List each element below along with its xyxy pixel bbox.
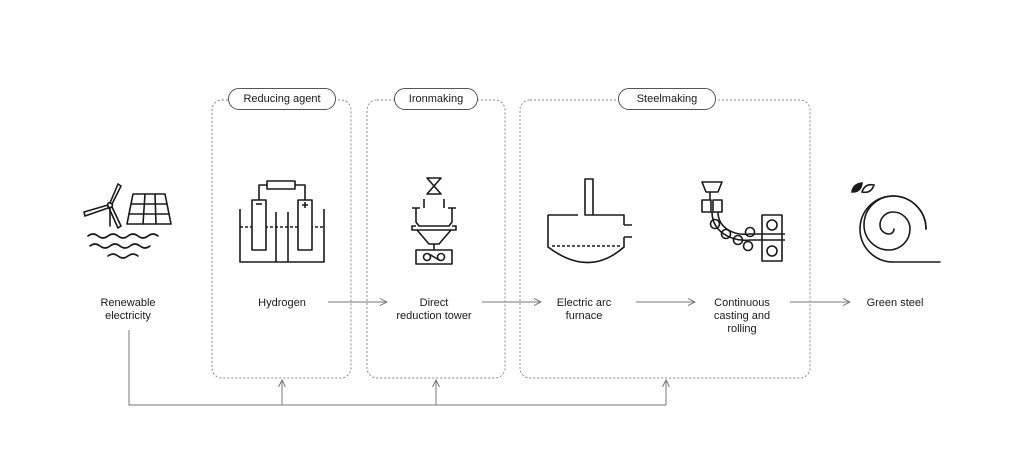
stage-label-line: Renewable — [100, 297, 156, 309]
stage-label-line: Direct — [419, 297, 449, 309]
group-label-reducing-agent: Reducing agent — [228, 88, 336, 110]
casting-rolling-icon — [701, 181, 785, 262]
stage-label-line: casting and — [713, 310, 771, 322]
reduction-tower-icon — [411, 177, 457, 265]
stage-label-line: reduction tower — [396, 310, 472, 322]
flow-arrows — [128, 302, 850, 406]
stage-label-line: furnace — [565, 310, 603, 322]
wind-turbine-solar-panel-icon — [83, 183, 172, 259]
electricity-feed-line — [128, 330, 666, 406]
group-label-ironmaking: Ironmaking — [394, 88, 478, 110]
stage-label-continuous-casting-rolling: Continuous casting and rolling — [692, 297, 792, 336]
stage-label-green-steel: Green steel — [866, 297, 924, 309]
stage-label-electric-arc-furnace: Electric arc furnace — [534, 297, 634, 323]
stage-label-line: Electric arc — [556, 297, 612, 309]
group-label-steelmaking: Steelmaking — [618, 88, 716, 110]
stage-label-hydrogen: Hydrogen — [258, 297, 306, 309]
stage-label-line: electricity — [105, 310, 151, 322]
stage-label-line: Continuous — [714, 297, 770, 309]
stage-label-line: rolling — [727, 323, 757, 335]
group-box-ironmaking — [366, 99, 506, 379]
stage-label-direct-reduction-tower: Direct reduction tower — [384, 297, 484, 323]
steel-coil-leaf-icon — [851, 182, 941, 263]
group-box-reducing-agent — [211, 99, 352, 379]
group-box-steelmaking — [519, 99, 811, 379]
electric-arc-furnace-icon — [547, 178, 632, 264]
stage-label-renewable-electricity: Renewable electricity — [78, 297, 178, 323]
electrolyzer-icon — [239, 180, 325, 263]
